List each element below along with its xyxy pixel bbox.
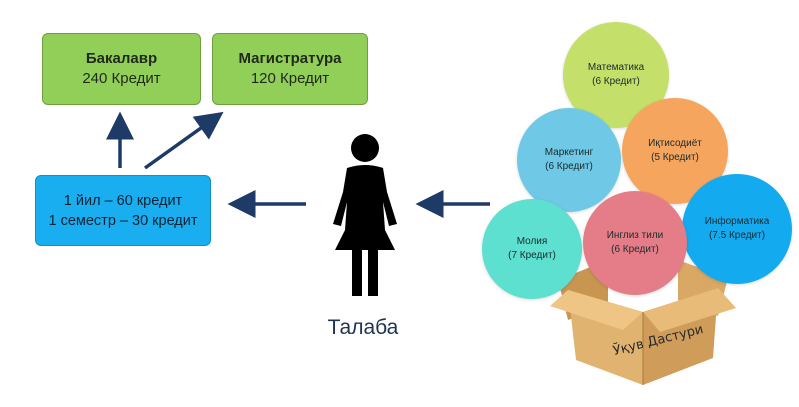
master-box: Магистратура 120 Кредит: [212, 33, 368, 105]
subject-finance: Молия (7 Кредит): [482, 199, 582, 299]
subject-informatics: Информатика (7.5 Кредит): [682, 174, 792, 284]
subject-marketing: Маркетинг (6 Кредит): [517, 108, 621, 212]
master-credits: 120 Кредит: [250, 70, 330, 87]
bachelor-title: Бакалавр: [85, 50, 158, 67]
arrow-to-master: [143, 111, 224, 170]
credits-line-1: 1 йил – 60 кредит: [63, 192, 183, 209]
student-figure-icon: [333, 134, 397, 296]
credits-box: 1 йил – 60 кредит 1 семестр – 30 кредит: [35, 175, 211, 246]
master-title: Магистратура: [238, 50, 342, 67]
credits-line-2: 1 семестр – 30 кредит: [48, 212, 198, 229]
subject-english: Инглиз тили (6 Кредит): [583, 191, 687, 295]
bachelor-credits: 240 Кредит: [82, 70, 161, 87]
bachelor-box: Бакалавр 240 Кредит: [42, 33, 201, 105]
student-label: Талаба: [327, 316, 399, 339]
